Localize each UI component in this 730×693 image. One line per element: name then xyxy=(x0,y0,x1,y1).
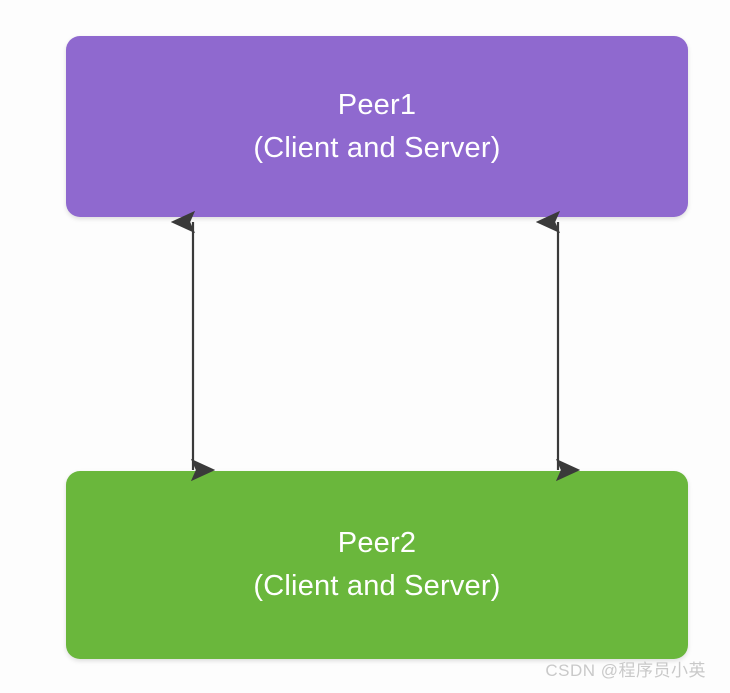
node-peer2-title: Peer2 xyxy=(337,527,417,560)
node-peer1-title: Peer1 xyxy=(337,88,417,121)
node-peer2[interactable]: Peer2 (Client and Server) xyxy=(66,471,688,659)
node-peer1[interactable]: Peer1 (Client and Server) xyxy=(66,36,688,217)
node-peer2-subtitle: (Client and Server) xyxy=(253,570,501,602)
node-peer1-subtitle: (Client and Server) xyxy=(253,131,501,164)
watermark-label: CSDN @程序员小英 xyxy=(545,661,706,680)
